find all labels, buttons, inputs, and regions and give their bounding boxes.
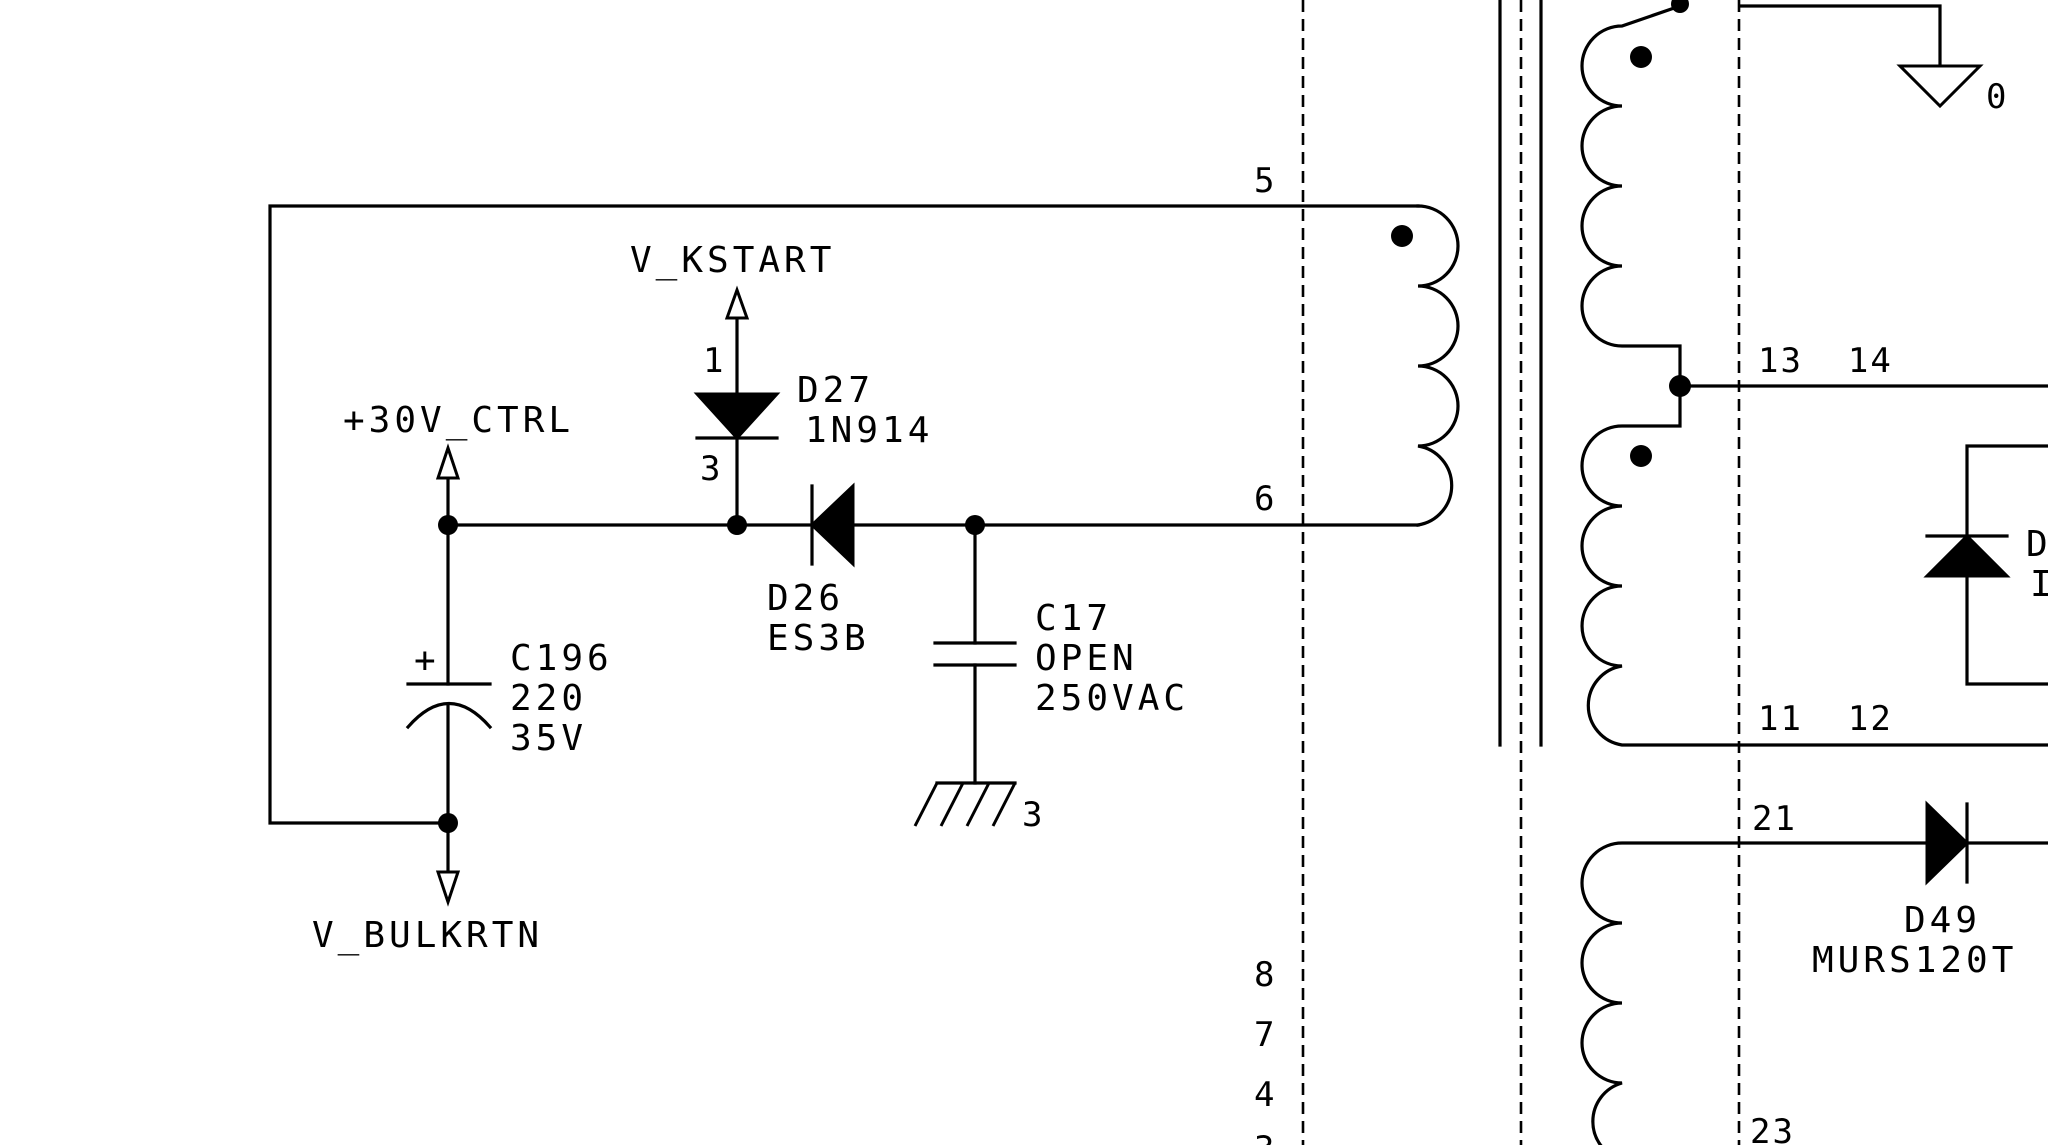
v-bulkrtn-arrow-icon: [435, 870, 461, 907]
plus30v-label: +30V_CTRL: [343, 400, 574, 441]
pin-6: 6: [1254, 479, 1276, 519]
secondary-upper-coils: [1580, 3, 1683, 388]
capacitor-c196: + C196 220 35V: [405, 638, 613, 759]
d27-pin-anode: 1: [703, 341, 725, 381]
secondary-lower-coils: [1580, 384, 2048, 747]
right-diode-value: I: [2030, 564, 2048, 605]
secondary-upper-top-dot: [1671, 0, 1689, 13]
diode-d49: D49 MURS120T: [1812, 800, 2017, 981]
pin-13-14: 13 14: [1758, 341, 1893, 381]
c17-rating: 250VAC: [1035, 678, 1189, 719]
c196-plate-curved: [405, 702, 493, 730]
transformer-secondary: 13 14 11 12 0 D I: [1580, 0, 2048, 747]
pin-8: 8: [1254, 955, 1276, 995]
net-plus30v-ctrl: +30V_CTRL: [343, 400, 574, 480]
winding-5-6-polarity-dot: [1391, 225, 1413, 247]
capacitor-c17: C17 OPEN 250VAC: [933, 598, 1189, 719]
pin-11-12: 11 12: [1758, 699, 1893, 739]
transformer-winding-5-6: 5 6: [1254, 161, 1460, 527]
pin-4: 4: [1254, 1075, 1276, 1115]
junction-d27: [727, 515, 747, 535]
winding-21-23-coils: [1580, 841, 2048, 1145]
d27-diode-icon: [693, 392, 781, 441]
right-diode-icon: [1923, 533, 2011, 578]
winding-5-6-coils: [1416, 204, 1460, 527]
transformer-core: [1498, 0, 1543, 747]
d26-value: ES3B: [767, 618, 870, 659]
diode-d26: D26 ES3B: [767, 482, 870, 659]
wire-to-ground-0: [1738, 4, 1942, 68]
d26-ref: D26: [767, 578, 844, 619]
pin-23: 23: [1750, 1112, 1795, 1145]
chassis-ground-label: 3: [1022, 795, 1044, 835]
chassis-ground: 3: [913, 781, 1044, 835]
junction-bulkrtn: [438, 813, 458, 833]
pin-5: 5: [1254, 161, 1276, 201]
net-v-kstart: V_KSTART: [630, 240, 835, 320]
d26-diode-icon: [809, 482, 855, 568]
d27-ref: D27: [797, 370, 874, 411]
plus30v-arrow-icon: [435, 443, 461, 480]
c196-rating: 35V: [510, 718, 587, 759]
c17-ref: C17: [1035, 598, 1112, 639]
c196-polarity: +: [414, 640, 440, 681]
pin-numbers-left: 8 7 4 3: [1254, 955, 1276, 1145]
net-v-bulkrtn: V_BULKRTN: [312, 870, 543, 956]
pin-bottom: 3: [1254, 1129, 1276, 1145]
right-diode-ref: D: [2026, 524, 2048, 565]
junctions: [438, 515, 985, 833]
v-kstart-arrow-icon: [724, 285, 750, 320]
diode-d27: 1 3 D27 1N914: [693, 341, 933, 489]
d49-diode-icon: [1925, 800, 1970, 886]
chassis-ground-hatch-3: [965, 782, 991, 827]
pin-21: 21: [1752, 799, 1797, 839]
transformer-winding-21-23: 21 23: [1580, 799, 2048, 1145]
c196-ref: C196: [510, 638, 613, 679]
pin-7: 7: [1254, 1015, 1276, 1055]
v-bulkrtn-label: V_BULKRTN: [312, 915, 543, 956]
chassis-ground-hatch-4: [991, 782, 1017, 827]
chassis-ground-hatch-2: [939, 782, 965, 827]
ground-0-label: 0: [1986, 77, 2008, 117]
boundaries: [1301, 0, 1741, 1145]
junction-30v: [438, 515, 458, 535]
wire-top-loop: [268, 204, 1420, 825]
d49-value: MURS120T: [1812, 940, 2017, 981]
v-kstart-label: V_KSTART: [630, 240, 835, 281]
d27-value: 1N914: [805, 410, 933, 451]
ground-0-icon: [1896, 64, 1984, 109]
secondary-upper-polarity-dot: [1630, 46, 1652, 68]
chassis-ground-hatch-1: [913, 782, 939, 827]
c196-value: 220: [510, 678, 587, 719]
wires: [268, 204, 1420, 874]
secondary-lower-polarity-dot: [1630, 445, 1652, 467]
d49-ref: D49: [1904, 900, 1981, 941]
d27-pin-cathode: 3: [700, 449, 722, 489]
c17-value: OPEN: [1035, 638, 1138, 679]
junction-c17: [965, 515, 985, 535]
